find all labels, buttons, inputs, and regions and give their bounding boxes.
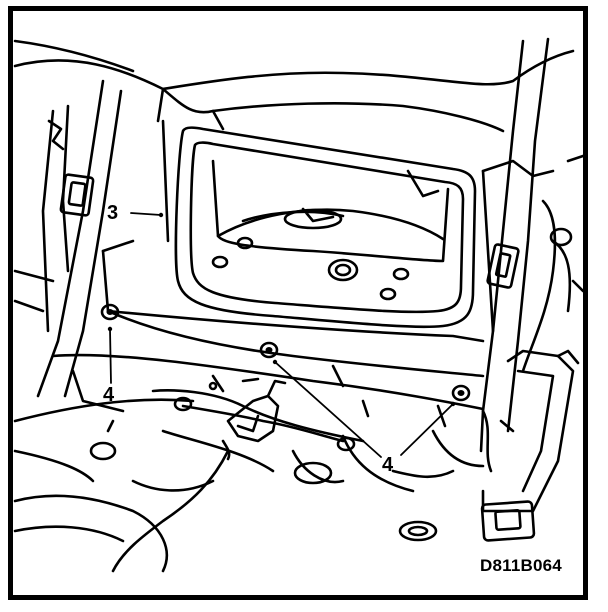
panel-mounting-holes [211,236,410,301]
leader-line-3 [130,212,162,216]
technical-illustration [13,37,583,573]
bolt-hole-left [100,303,120,321]
headliner-trim [13,39,575,133]
panel-opening [174,126,477,329]
floor-pan [13,353,485,573]
bolt-holes [100,303,471,402]
callout-label-3: 3 [107,202,119,224]
left-seatbelt-assembly [13,79,123,398]
callout-label-4-left: 4 [103,384,115,406]
bolt-hole-center [259,341,279,359]
rear-panel [101,119,495,378]
right-seatbelt-assembly [479,37,583,542]
bolt-hole-right [451,384,471,402]
leader-line-4-right [400,403,454,456]
leader-lines [107,212,456,458]
illustration-frame: 3 4 4 D811B064 [8,6,588,600]
latch-and-cable [111,379,345,573]
callout-label-4-center-right: 4 [382,454,394,476]
leader-line-4-left [109,328,112,384]
leader-line-4-center [274,361,382,458]
figure-code: D811B064 [480,556,562,575]
